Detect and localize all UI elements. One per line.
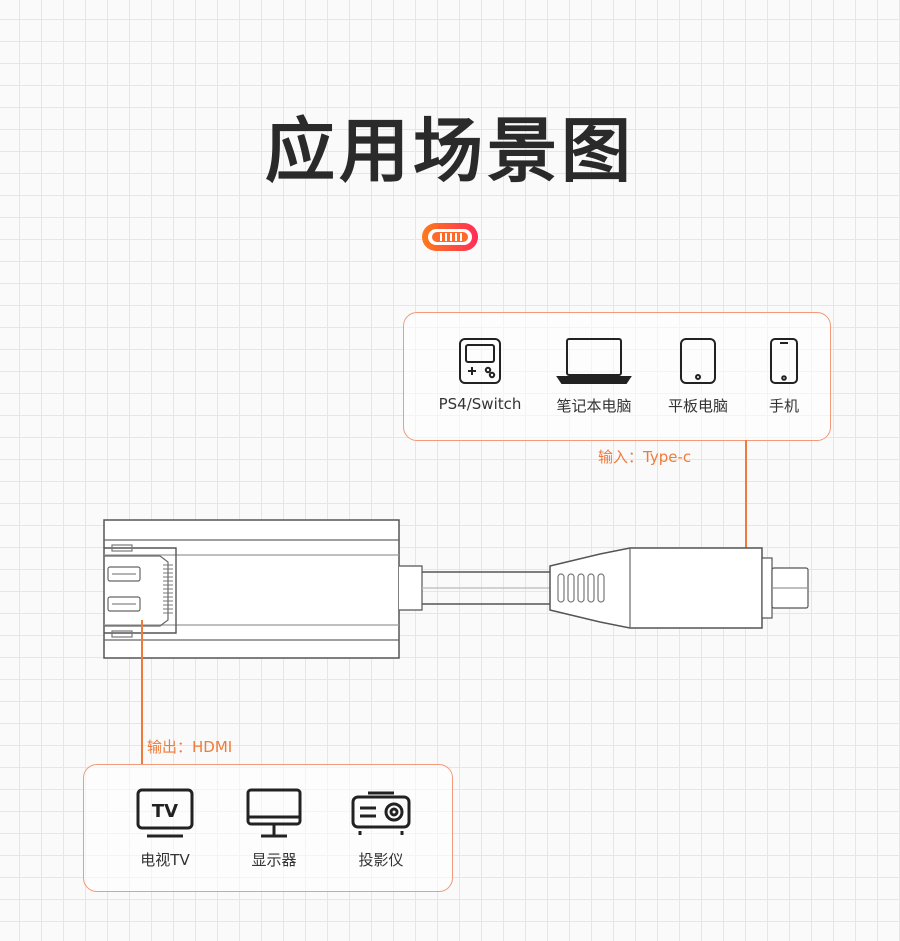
output-label: 输出：HDMI [147, 738, 233, 756]
device-label: 笔记本电脑 [556, 397, 632, 415]
output-devices-card: TV 电视TV 显示器 投影仪 [83, 764, 453, 892]
input-leader-line [745, 440, 747, 588]
phone-icon [770, 338, 798, 384]
device-label: 显示器 [251, 851, 297, 869]
input-label: 输入：Type-c [598, 448, 692, 466]
page-title: 应用场景图 [265, 110, 635, 192]
device-tv: TV 电视TV [120, 787, 210, 870]
device-game-console: PS4/Switch [430, 337, 530, 413]
projector-icon [351, 791, 411, 835]
game-console-icon [459, 338, 501, 384]
usb-c-badge-icon [421, 222, 479, 256]
device-label: 平板电脑 [667, 397, 728, 415]
monitor-icon [246, 788, 302, 838]
device-projector: 投影仪 [336, 787, 426, 870]
tv-icon-text: TV [152, 801, 178, 822]
tv-icon: TV [136, 788, 194, 838]
laptop-icon [556, 338, 632, 384]
device-label: 手机 [768, 397, 799, 415]
device-phone: 手机 [754, 337, 814, 416]
device-laptop: 笔记本电脑 [544, 337, 644, 416]
device-tablet: 平板电脑 [653, 337, 743, 416]
tablet-icon [680, 338, 716, 384]
device-label: 投影仪 [358, 851, 404, 869]
output-leader-line [141, 620, 143, 764]
device-monitor: 显示器 [229, 787, 319, 870]
device-label: 电视TV [140, 851, 190, 869]
device-label: PS4/Switch [438, 395, 522, 413]
input-devices-card: PS4/Switch 笔记本电脑 平板电脑 手机 [403, 312, 831, 441]
